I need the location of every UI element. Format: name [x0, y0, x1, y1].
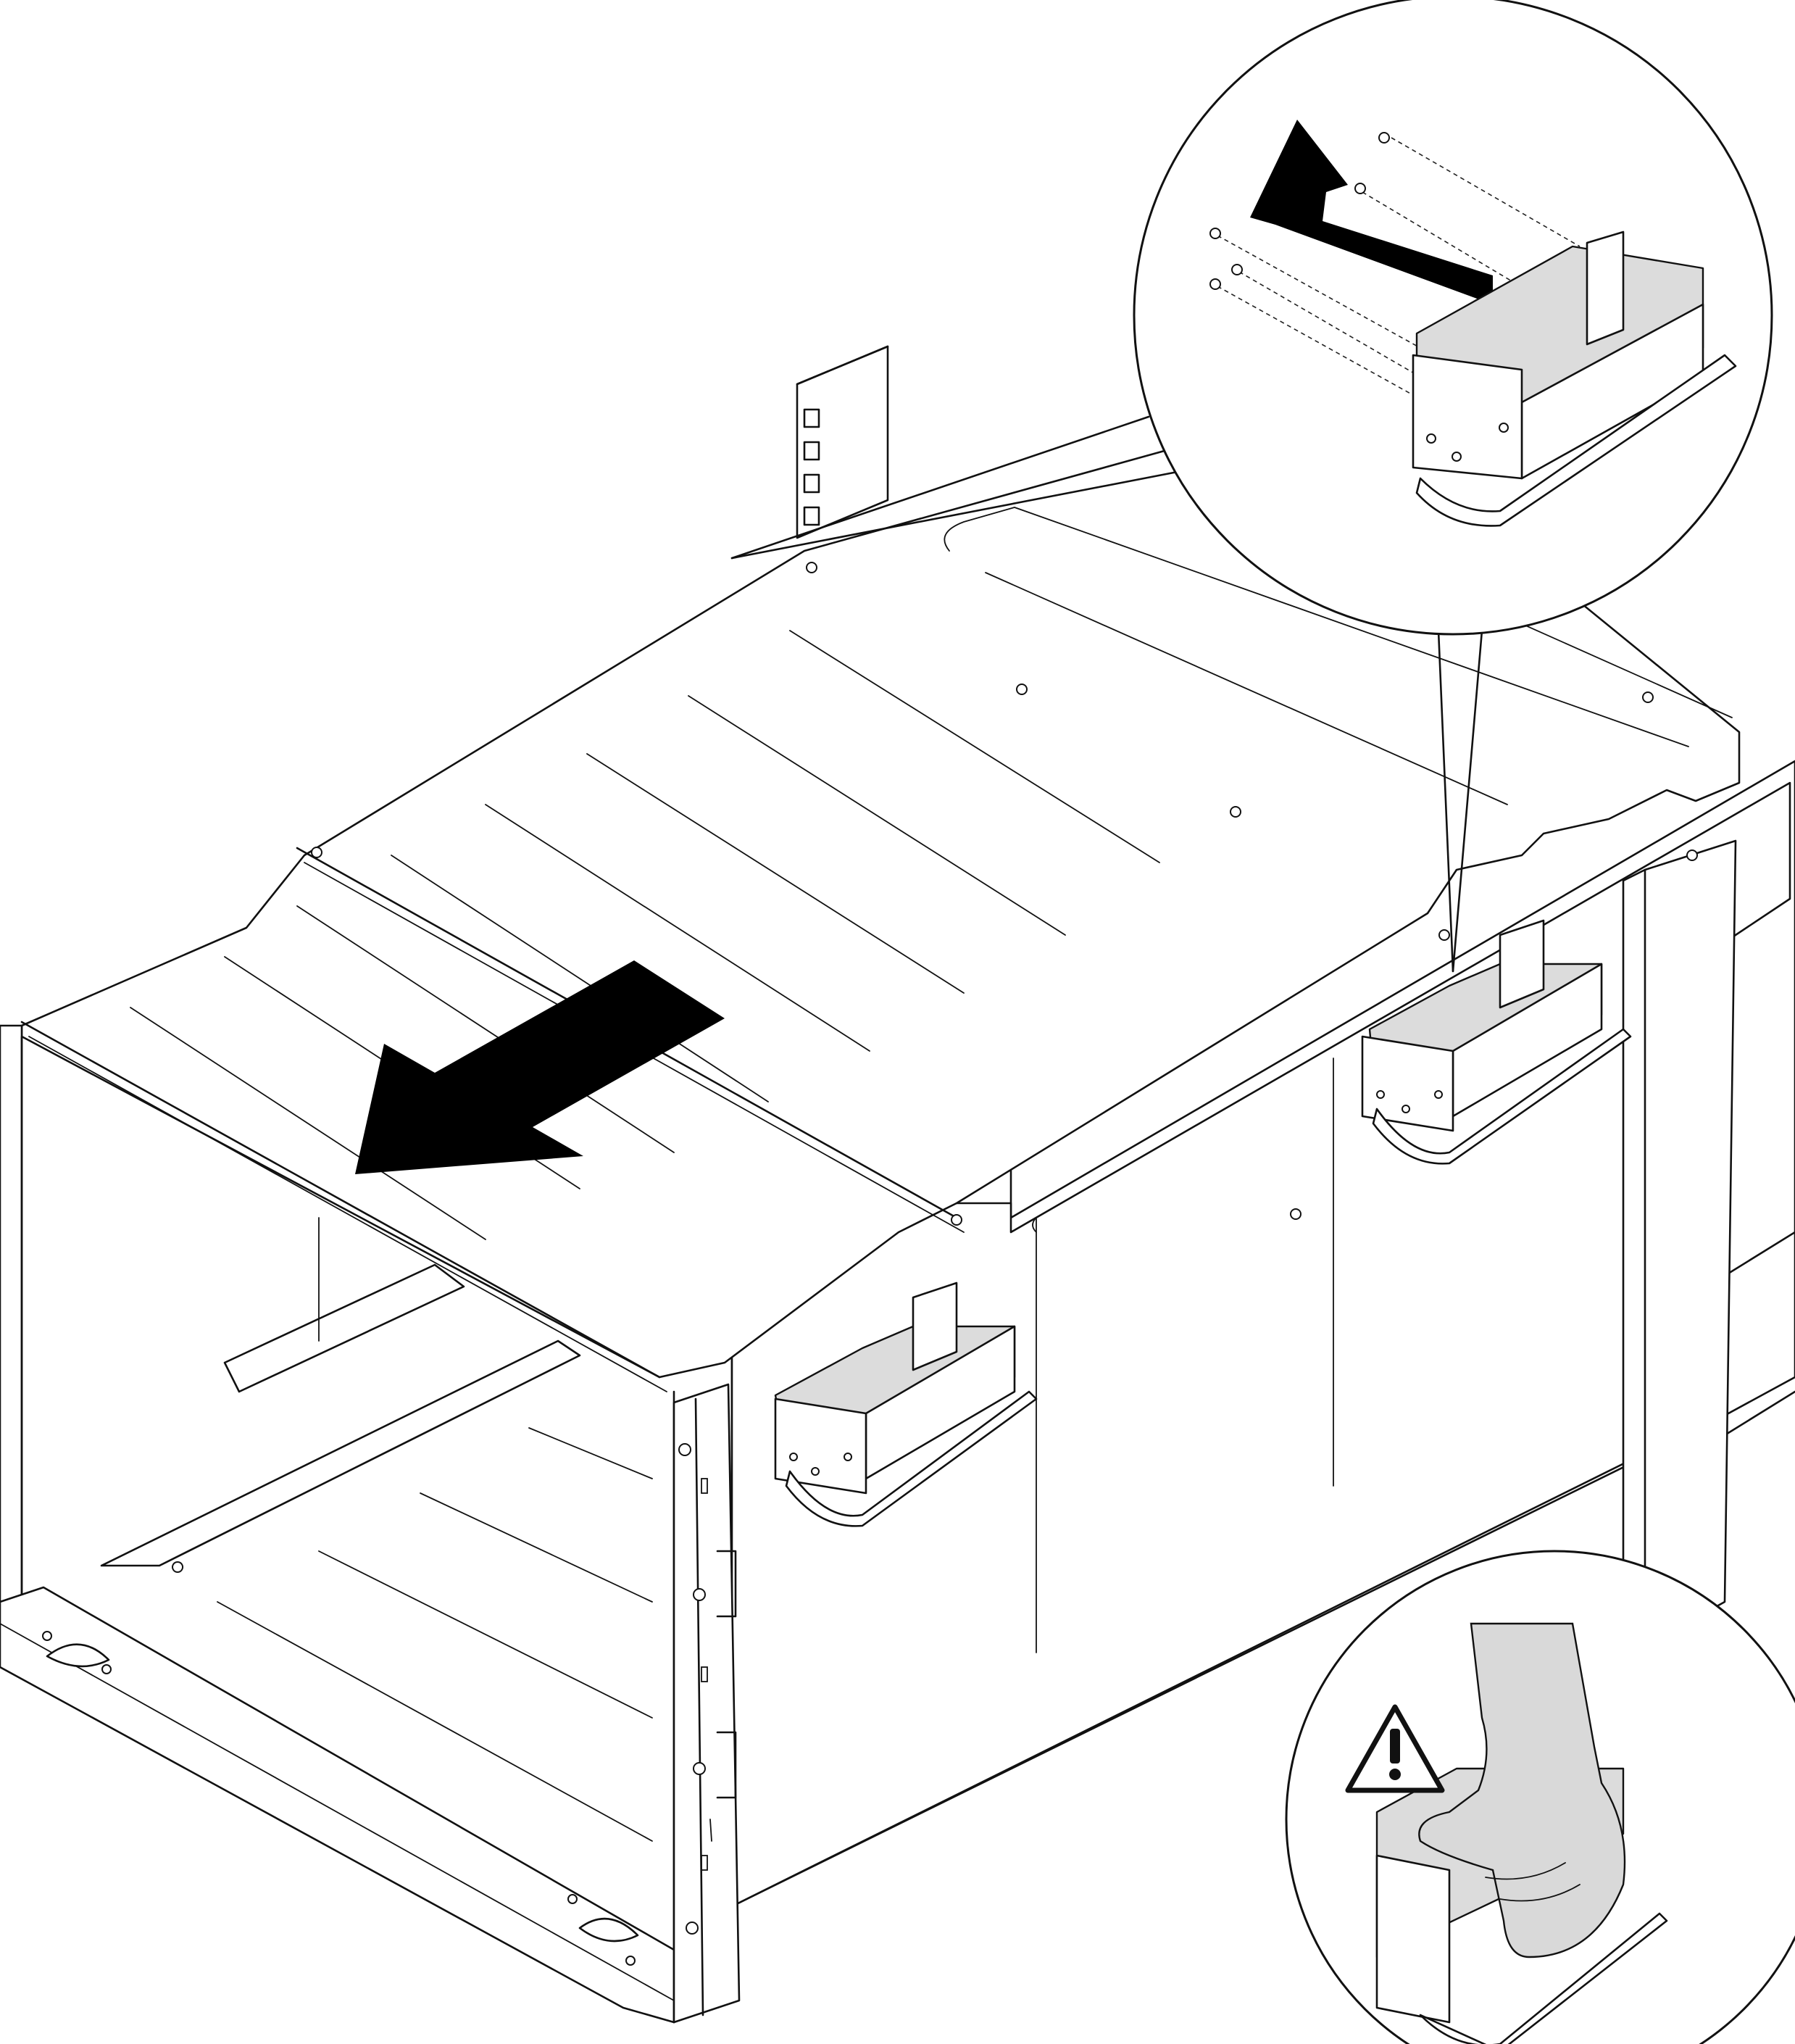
screw-icon [1642, 691, 1654, 703]
front-rack-post [1622, 839, 1737, 1621]
screw-icon [951, 1214, 962, 1226]
motion-arrow-icon [355, 960, 725, 1174]
caution-lift-detail [1285, 1550, 1795, 2044]
right-side-bracket [1361, 919, 1632, 1165]
screw-icon [1438, 929, 1450, 941]
rear-rack-post [796, 345, 889, 539]
screw-icon [806, 562, 817, 573]
hand-icon [1418, 1622, 1626, 1958]
screw-icon [1354, 183, 1366, 194]
top-cover-screws [311, 562, 1654, 1226]
screw-icon [1378, 132, 1390, 144]
screw-icon [1209, 278, 1221, 290]
screw-icon [1230, 806, 1241, 818]
front-mounting-flange [672, 1383, 741, 2024]
screw-icon [1209, 228, 1221, 239]
bracket-removal-detail [1133, 0, 1773, 636]
motion-arrow-icon [1250, 120, 1493, 304]
chassis-bottom-rail [0, 1586, 675, 2024]
left-side-bracket [774, 1281, 1038, 1527]
screw-icon [1290, 1208, 1302, 1220]
screw-icon [1016, 684, 1028, 695]
warning-triangle-icon [1345, 1704, 1445, 1793]
screw-icon [311, 847, 322, 858]
screw-icon [1231, 264, 1243, 275]
